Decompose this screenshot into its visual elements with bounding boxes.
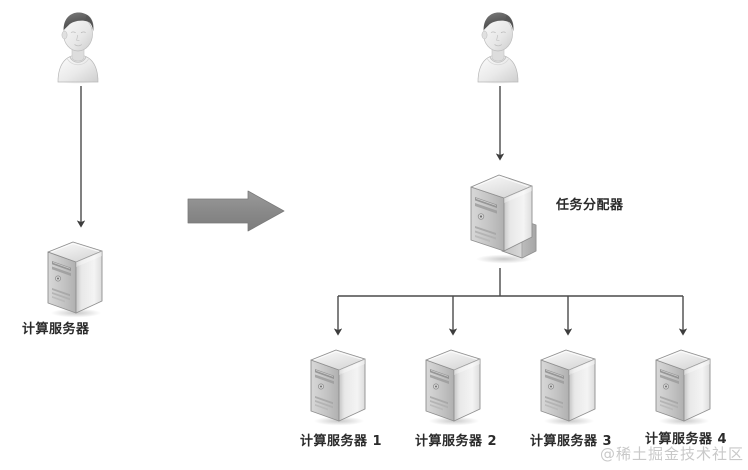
label-compute-server-1: 计算服务器 1 [299, 434, 383, 449]
label-compute-server-3: 计算服务器 3 [529, 434, 613, 449]
transition-arrow-group [187, 190, 285, 232]
server-compute-2 [425, 349, 481, 426]
label-task-dispatcher: 任务分配器 [556, 198, 624, 213]
right-scenario-group [310, 11, 711, 426]
user-avatar-left [55, 11, 101, 84]
left-scenario-group [47, 11, 103, 318]
server-compute-3 [540, 349, 596, 426]
server-compute [47, 241, 103, 318]
label-compute-server-2: 计算服务器 2 [414, 434, 498, 449]
user-avatar-right [475, 11, 521, 84]
server-compute-1 [310, 349, 366, 426]
server-task-dispatcher [470, 174, 537, 264]
label-compute-server-4: 计算服务器 4 [644, 432, 728, 447]
watermark-text: @稀土掘金技术社区 [600, 445, 745, 463]
big-right-arrow-icon [187, 190, 285, 232]
server-compute-4 [655, 349, 711, 426]
label-compute-server: 计算服务器 [22, 322, 90, 337]
